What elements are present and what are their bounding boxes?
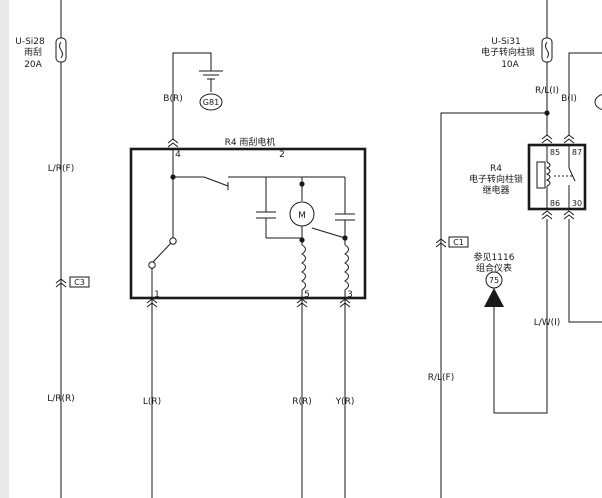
motor-symbol-label: M xyxy=(298,211,306,221)
wiper-motor-output-wires xyxy=(151,310,346,498)
relay-id: R4 xyxy=(490,164,502,174)
relay-pin-30: 30 xyxy=(572,199,582,208)
fuse-u-si31 xyxy=(541,0,553,135)
wire-label-l-r: L(R) xyxy=(143,397,161,407)
reference-arrow xyxy=(484,271,504,307)
ground-g81-label: G81 xyxy=(203,98,219,107)
wire-label-b-i: B(I) xyxy=(561,94,577,104)
reference-number: 75 xyxy=(489,276,499,285)
wire-label-rl-f: R/L(F) xyxy=(428,373,455,383)
wiper-motor-box xyxy=(129,147,367,300)
fuse-u-si31-rating: 10A xyxy=(501,60,519,70)
connector-c1-label: C1 xyxy=(453,238,464,247)
wiper-motor-title: R4 雨刮电机 xyxy=(225,136,276,148)
relay-pin-87: 87 xyxy=(572,148,582,157)
relay-internal xyxy=(536,145,576,209)
relay-connector-top xyxy=(541,134,575,144)
wiper-motor-pin-2: 2 xyxy=(279,150,285,160)
connector-c3-symbol xyxy=(55,276,90,288)
relay-connector-bottom xyxy=(541,210,575,220)
wire-label-lw-i: L/W(I) xyxy=(534,318,561,328)
fuse-u-si28-desc: 雨刮 xyxy=(24,46,42,58)
left-margin-strip xyxy=(0,0,9,498)
wiper-motor-internal xyxy=(148,150,355,310)
fuse-u-si28-name: U-Si28 xyxy=(15,37,45,47)
relay-box xyxy=(527,143,587,211)
relay-pin-85: 85 xyxy=(550,148,560,157)
fuse-u-si31-name: U-Si31 xyxy=(491,37,521,47)
wire-label-y-r: Y(R) xyxy=(335,397,355,407)
relay-name-line2: 继电器 xyxy=(482,184,509,196)
wire-label-lr-r: L/R(R) xyxy=(47,394,75,404)
wire-label-lr-f: L/R(F) xyxy=(48,164,75,174)
reference-line1: 参见1116 xyxy=(474,251,515,263)
ground-g80 xyxy=(568,52,602,135)
wire-label-rl-i: R/L(I) xyxy=(535,86,559,96)
ground-g81 xyxy=(172,52,223,140)
connector-symbol-bottom xyxy=(146,298,351,308)
wiper-motor-pin-3: 3 xyxy=(347,290,353,300)
fuse-u-si28-rating: 20A xyxy=(24,60,42,70)
connector-c1-symbol xyxy=(435,236,469,248)
fuse-u-si28 xyxy=(55,0,67,498)
wiper-motor-pin-4: 4 xyxy=(175,150,181,160)
rl-f-wire xyxy=(440,110,550,498)
connector-symbol-pin-4 xyxy=(167,138,179,148)
connector-c3-label: C3 xyxy=(74,278,85,287)
relay-output-wires xyxy=(493,219,602,414)
relay-name-line1: 电子转向柱锁 xyxy=(469,173,523,185)
reference-line2: 组合仪表 xyxy=(476,262,512,274)
fuse-u-si31-desc: 电子转向柱锁 xyxy=(481,46,535,58)
relay-pin-86: 86 xyxy=(550,199,560,208)
wire-label-r-r: R(R) xyxy=(292,397,312,407)
wiper-motor-pin-1: 1 xyxy=(154,290,160,300)
wiper-motor-pin-5: 5 xyxy=(304,290,310,300)
wire-label-br: B(R) xyxy=(163,94,182,104)
